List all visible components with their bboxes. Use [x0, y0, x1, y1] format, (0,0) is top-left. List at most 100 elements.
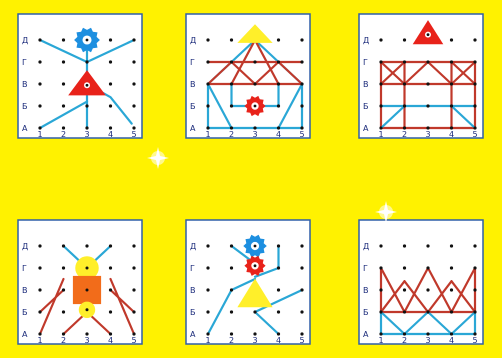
peg — [473, 332, 476, 335]
peg — [426, 244, 429, 247]
row-label: А — [363, 124, 369, 133]
peg — [450, 266, 453, 269]
peg — [450, 38, 453, 41]
peg — [109, 38, 112, 41]
piece-peg — [86, 267, 89, 270]
peg — [403, 60, 406, 63]
peg — [473, 244, 476, 247]
peg — [253, 126, 256, 129]
row-label: А — [363, 330, 369, 339]
peg — [379, 332, 382, 335]
peg — [62, 332, 65, 335]
peg — [85, 60, 88, 63]
board-stick-figure: АБВГД12345 — [18, 14, 142, 139]
peg — [379, 310, 382, 313]
peg — [230, 38, 233, 41]
column-label: 5 — [132, 130, 137, 139]
peg — [85, 126, 88, 129]
peg — [132, 332, 135, 335]
row-label: Б — [190, 308, 196, 317]
piece-peg — [86, 39, 89, 42]
row-label: Г — [363, 58, 368, 67]
peg — [450, 244, 453, 247]
column-label: 5 — [132, 336, 137, 345]
peg — [450, 288, 453, 291]
peg — [450, 332, 453, 335]
peg — [132, 266, 135, 269]
row-label: Г — [190, 58, 195, 67]
column-label: 3 — [253, 336, 258, 345]
column-label: 4 — [449, 130, 454, 139]
peg — [109, 332, 112, 335]
piece-peg — [427, 33, 430, 36]
peg — [379, 82, 382, 85]
peg — [62, 244, 65, 247]
peg — [300, 38, 303, 41]
peg — [473, 266, 476, 269]
peg — [38, 60, 41, 63]
peg — [109, 288, 112, 291]
peg — [85, 104, 88, 107]
peg — [230, 244, 233, 247]
peg — [38, 104, 41, 107]
peg — [230, 104, 233, 107]
peg — [230, 310, 233, 313]
peg — [230, 266, 233, 269]
row-label: А — [22, 330, 28, 339]
column-label: 2 — [402, 336, 407, 345]
row-label: А — [190, 124, 196, 133]
peg — [300, 266, 303, 269]
peg — [300, 288, 303, 291]
column-label: 2 — [229, 336, 234, 345]
peg — [277, 60, 280, 63]
peg — [426, 126, 429, 129]
row-label: В — [22, 286, 28, 295]
column-label: 4 — [108, 130, 113, 139]
peg — [426, 266, 429, 269]
column-label: 1 — [206, 336, 211, 345]
column-label: 3 — [85, 336, 90, 345]
peg — [206, 244, 209, 247]
peg — [426, 104, 429, 107]
row-label: Б — [22, 102, 28, 111]
peg — [426, 310, 429, 313]
row-label: В — [363, 80, 369, 89]
row-label: В — [363, 286, 369, 295]
column-label: 1 — [206, 130, 211, 139]
peg — [473, 310, 476, 313]
peg — [38, 244, 41, 247]
peg — [206, 288, 209, 291]
peg — [206, 332, 209, 335]
peg — [403, 310, 406, 313]
peg — [230, 82, 233, 85]
row-label: Д — [190, 242, 196, 251]
board-runner: АБВГД12345 — [186, 220, 310, 345]
row-label: Г — [22, 264, 27, 273]
peg — [403, 38, 406, 41]
column-label: 2 — [61, 336, 66, 345]
column-label: 3 — [426, 336, 431, 345]
column-label: 1 — [379, 336, 384, 345]
peg — [473, 38, 476, 41]
peg — [277, 332, 280, 335]
column-label: 3 — [426, 130, 431, 139]
piece-peg — [254, 105, 257, 108]
peg — [277, 288, 280, 291]
peg — [473, 126, 476, 129]
board-doll: АБВГД12345 — [18, 220, 142, 345]
row-label: В — [190, 80, 196, 89]
column-label: 2 — [229, 130, 234, 139]
column-label: 5 — [473, 130, 478, 139]
peg — [132, 126, 135, 129]
peg — [473, 82, 476, 85]
peg — [277, 244, 280, 247]
column-label: 4 — [108, 336, 113, 345]
peg — [206, 82, 209, 85]
piece-peg — [86, 84, 89, 87]
piece-peg — [86, 308, 89, 311]
peg — [62, 126, 65, 129]
column-label: 4 — [276, 336, 281, 345]
peg — [379, 60, 382, 63]
